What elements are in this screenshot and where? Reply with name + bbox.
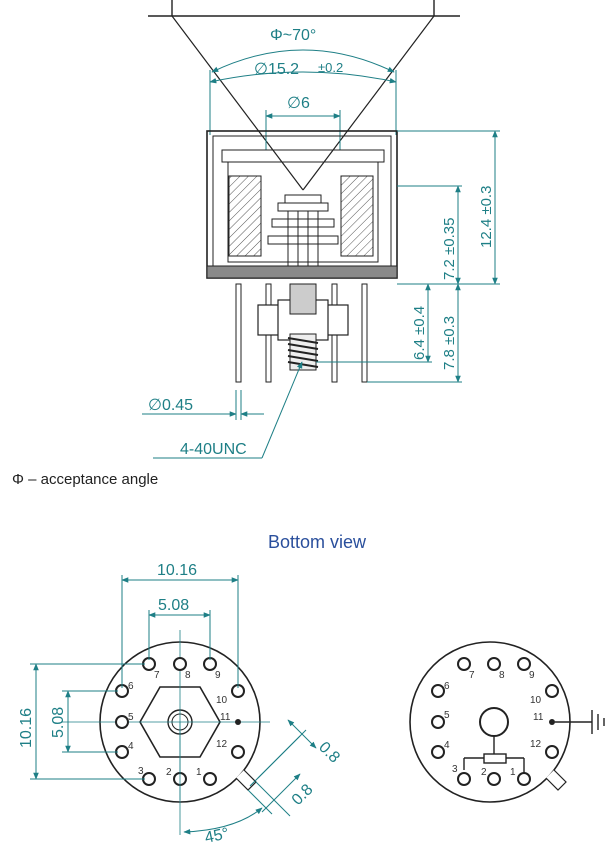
svg-text:6: 6 [128, 681, 134, 692]
svg-text:3: 3 [452, 764, 458, 775]
bottom-view-right: 7 8 9 6 5 4 10 11 12 3 2 1 [409, 641, 605, 803]
svg-text:4: 4 [444, 740, 450, 751]
svg-text:5: 5 [128, 712, 134, 723]
key-b-label: 0.8 [289, 781, 317, 809]
svg-text:6: 6 [444, 681, 450, 692]
side-view: Φ~70° ∅15.2 ±0.2 ∅6 [12, 0, 500, 488]
width-inner-label: 5.08 [158, 597, 189, 614]
svg-text:7: 7 [154, 670, 160, 681]
stud-length-label: 6.4 ±0.4 [411, 306, 428, 360]
svg-text:8: 8 [185, 670, 191, 681]
pin [361, 283, 368, 383]
pin [235, 283, 242, 383]
svg-text:7: 7 [469, 670, 475, 681]
housing-base [206, 265, 398, 279]
svg-text:11: 11 [220, 712, 231, 723]
window-diameter-label: ∅15.2 [254, 61, 299, 78]
cone-right-line [302, 15, 435, 191]
pin-11 [235, 719, 241, 725]
height-outer-label: 10.16 [18, 708, 35, 748]
pin-5 [115, 715, 129, 729]
svg-text:9: 9 [529, 670, 535, 681]
bottom-view-title: Bottom view [268, 532, 367, 552]
acceptance-angle-legend: Φ – acceptance angle [12, 471, 158, 488]
width-outer-label: 10.16 [157, 562, 197, 579]
svg-text:12: 12 [216, 739, 228, 750]
svg-text:11: 11 [533, 712, 544, 723]
window-diameter-tolerance: ±0.2 [318, 60, 343, 75]
svg-text:1: 1 [196, 767, 202, 778]
svg-text:3: 3 [138, 766, 144, 777]
pin-12 [231, 745, 245, 759]
pin-8 [173, 657, 187, 671]
svg-text:4: 4 [128, 741, 134, 752]
pin-row-right [431, 657, 559, 786]
pin-numbers-right: 7 8 9 6 5 4 10 11 12 3 2 1 [444, 670, 544, 778]
svg-text:5: 5 [444, 710, 450, 721]
pin-row [115, 657, 245, 786]
pin-1 [203, 772, 217, 786]
height-inner-label: 5.08 [50, 707, 67, 738]
ground-icon [555, 710, 605, 734]
resistor-wiring [463, 736, 525, 773]
svg-text:9: 9 [215, 670, 221, 681]
acceptance-angle-label: Φ~70° [270, 27, 316, 44]
svg-text:1: 1 [510, 767, 516, 778]
svg-text:2: 2 [481, 767, 487, 778]
cone-left-line [171, 15, 304, 191]
svg-text:2: 2 [166, 767, 172, 778]
bottom-view-left: 7 8 9 6 5 4 10 11 12 3 2 1 10.16 5.08 10… [18, 562, 343, 846]
angle-label: 45° [203, 825, 230, 846]
key-a-label: 0.8 [315, 739, 343, 767]
thread-label: 4-40UNC [180, 441, 247, 458]
svg-text:10: 10 [216, 695, 228, 706]
pin-length-label: 7.8 ±0.3 [441, 316, 458, 370]
svg-text:12: 12 [530, 739, 542, 750]
inner-diameter-label: ∅6 [287, 95, 310, 112]
pin-numbers: 7 8 9 6 5 4 10 11 12 3 2 1 [128, 670, 231, 778]
height-body-label: 7.2 ±0.35 [441, 218, 458, 280]
height-total-label: 12.4 ±0.3 [478, 186, 495, 248]
svg-text:8: 8 [499, 670, 505, 681]
pin-diameter-label: ∅0.45 [148, 397, 193, 414]
svg-text:10: 10 [530, 695, 542, 706]
acceptance-angle-arc [211, 49, 395, 73]
threaded-stud [287, 333, 319, 371]
